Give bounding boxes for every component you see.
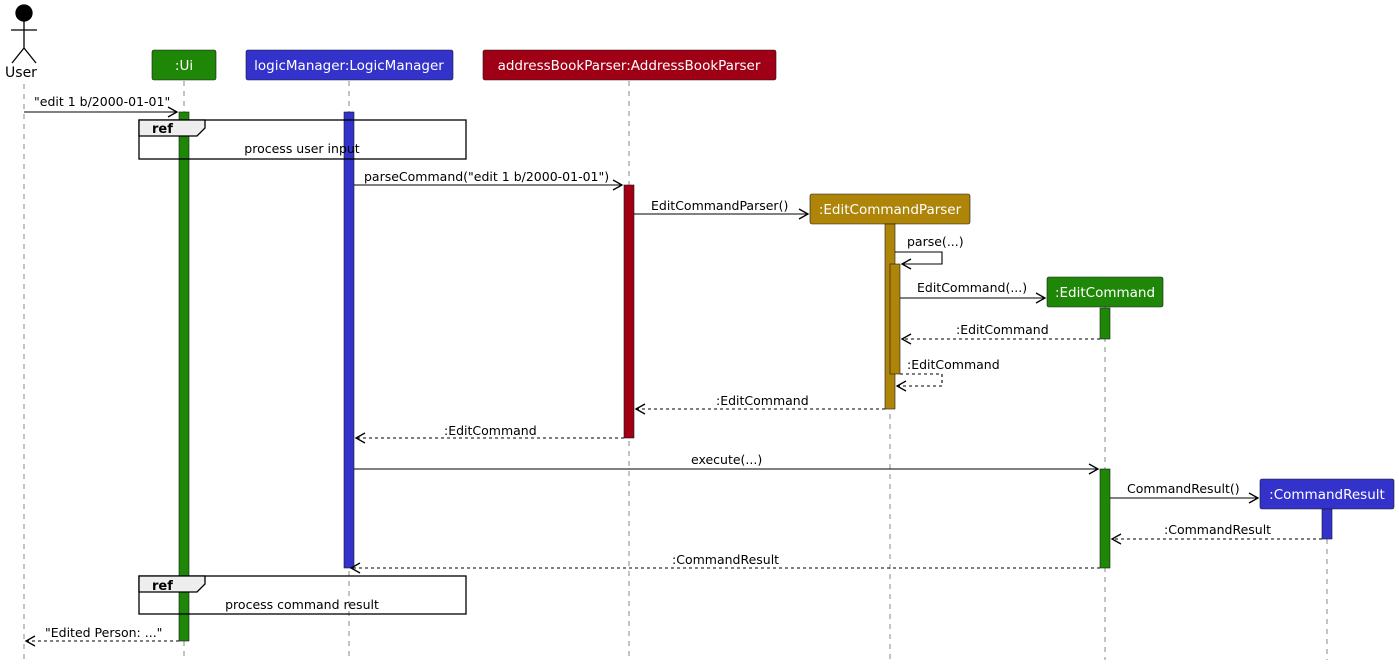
participant-logic-box xyxy=(245,49,454,81)
participant-cr: :CommandResult xyxy=(1259,478,1395,510)
msg-return-ecp-to-parser-label: :EditCommand xyxy=(716,393,809,408)
ecp-activation-nested xyxy=(889,263,901,375)
user-actor xyxy=(11,4,37,64)
msg-parse-self-line xyxy=(895,251,943,270)
parser-activation xyxy=(623,184,635,439)
participant-ui: :Ui xyxy=(151,49,217,81)
msg-return-ec-to-ecp-label: :EditCommand xyxy=(956,322,1049,337)
ui-activation xyxy=(178,111,190,642)
participant-ecp-label: :EditCommandParser xyxy=(819,202,962,218)
participant-logic: logicManager:LogicManager xyxy=(245,49,454,81)
msg-create-ec-label: EditCommand(...) xyxy=(917,280,1027,295)
ref-input-tab xyxy=(138,119,206,137)
ec-activation-execute xyxy=(1099,468,1111,569)
ref-process-user-input: ref process user input xyxy=(138,119,467,160)
msg-return-ec-to-logic-label: :CommandResult xyxy=(672,552,779,567)
participant-ec-box xyxy=(1046,276,1164,308)
msg-parse-command-label: parseCommand("edit 1 b/2000-01-01") xyxy=(364,169,609,184)
ref-result-frame xyxy=(138,575,467,615)
logic-activation xyxy=(343,111,355,569)
participant-ui-label: :Ui xyxy=(175,58,193,74)
msg-create-cr-label: CommandResult() xyxy=(1127,481,1240,496)
user-actor-head xyxy=(15,4,33,22)
participant-logic-label: logicManager:LogicManager xyxy=(254,58,444,74)
participant-ec: :EditCommand xyxy=(1046,276,1164,308)
ref-result-tab xyxy=(138,575,206,593)
msg-parse-self-label: parse(...) xyxy=(907,234,964,249)
cr-activation xyxy=(1321,508,1333,540)
msg-user-to-ui-label: "edit 1 b/2000-01-01" xyxy=(34,94,170,109)
msg-return-self-line xyxy=(895,373,943,392)
msg-return-cr-to-ec-label: :CommandResult xyxy=(1164,522,1271,537)
participant-ec-label: :EditCommand xyxy=(1055,285,1155,301)
ref-input-tag: ref xyxy=(152,122,173,137)
ec-activation xyxy=(1099,307,1111,340)
ref-input-text: process user input xyxy=(244,141,359,156)
ref-result-tag: ref xyxy=(152,579,173,594)
msg-ui-to-user-label: "Edited Person: ..." xyxy=(45,625,162,640)
ref-result-text: process command result xyxy=(225,597,379,612)
participant-ui-box xyxy=(151,49,217,81)
msg-return-self-label: :EditCommand xyxy=(907,357,1000,372)
ref-input-frame xyxy=(138,119,467,160)
msg-create-ecp-label: EditCommandParser() xyxy=(651,198,788,213)
msg-return-parser-to-logic-label: :EditCommand xyxy=(444,423,537,438)
user-actor-label: User xyxy=(5,65,37,81)
participant-parser-box xyxy=(482,49,777,81)
participant-parser-label: addressBookParser:AddressBookParser xyxy=(498,58,761,74)
msg-execute-label: execute(...) xyxy=(691,452,762,467)
ref-process-command-result: ref process command result xyxy=(138,575,467,615)
participant-parser: addressBookParser:AddressBookParser xyxy=(482,49,777,81)
participant-cr-label: :CommandResult xyxy=(1269,487,1385,503)
participant-ecp: :EditCommandParser xyxy=(809,193,971,225)
